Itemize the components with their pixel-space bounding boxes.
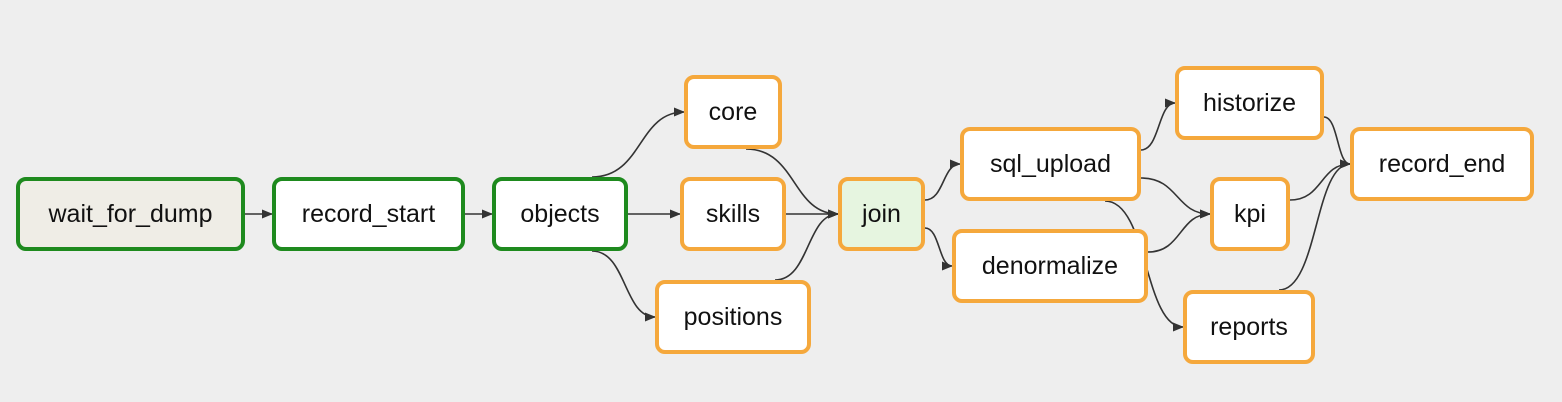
task-label: skills: [705, 199, 761, 228]
task-node-wait-for-dump[interactable]: wait_for_dump: [16, 177, 245, 251]
task-label: kpi: [1234, 199, 1266, 228]
task-label: join: [862, 199, 901, 228]
task-node-core[interactable]: core: [684, 75, 782, 149]
task-node-skills[interactable]: skills: [680, 177, 786, 251]
task-label: record_end: [1378, 149, 1506, 178]
edge-positions-to-join: [774, 209, 840, 281]
edge-objects-to-positions: [591, 250, 657, 322]
task-label: objects: [520, 199, 600, 228]
task-node-denormalize[interactable]: denormalize: [952, 229, 1148, 303]
task-label: sql_upload: [990, 149, 1111, 178]
task-node-reports[interactable]: reports: [1183, 290, 1315, 364]
task-node-sql-upload[interactable]: sql_upload: [960, 127, 1141, 201]
task-node-kpi[interactable]: kpi: [1210, 177, 1290, 251]
task-node-positions[interactable]: positions: [655, 280, 811, 354]
edge-objects-to-core: [591, 107, 686, 178]
edge-kpi-to-record_end: [1289, 159, 1352, 201]
task-label: record_start: [301, 199, 436, 228]
task-label: wait_for_dump: [48, 199, 213, 228]
task-label: historize: [1202, 88, 1297, 117]
task-node-join[interactable]: join: [838, 177, 925, 251]
task-label: core: [708, 97, 758, 126]
edge-historize-to-record_end: [1323, 116, 1352, 169]
task-node-record-end[interactable]: record_end: [1350, 127, 1534, 201]
edge-join-to-denormalize: [924, 227, 954, 271]
task-label: denormalize: [981, 251, 1119, 280]
task-node-objects[interactable]: objects: [492, 177, 628, 251]
edge-sql_upload-to-kpi: [1140, 177, 1212, 219]
edge-sql_upload-to-historize: [1140, 98, 1177, 151]
edge-core-to-join: [745, 148, 840, 219]
task-label: positions: [683, 302, 783, 331]
edge-denormalize-to-kpi: [1147, 209, 1212, 253]
task-label: reports: [1210, 312, 1288, 341]
edge-join-to-sql_upload: [924, 159, 962, 201]
edge-reports-to-record_end: [1278, 159, 1352, 291]
task-node-historize[interactable]: historize: [1175, 66, 1324, 140]
task-node-record-start[interactable]: record_start: [272, 177, 465, 251]
